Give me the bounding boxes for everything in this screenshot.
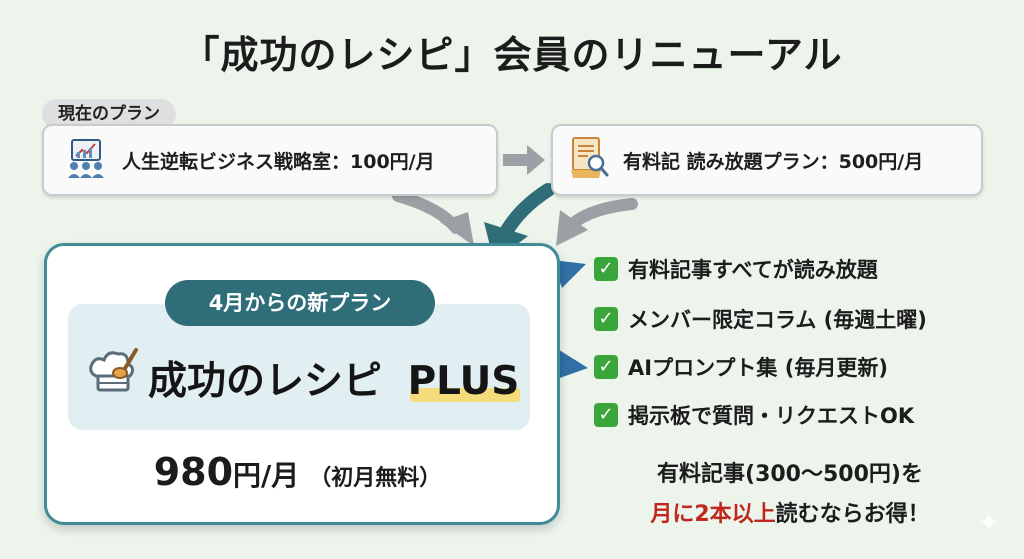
document-search-icon <box>571 137 609 178</box>
check-icon: ✓ <box>594 307 618 331</box>
plus-highlight <box>410 388 520 402</box>
feature-label: メンバー限定コラム (毎週土曜) <box>628 308 927 332</box>
current-plan-box-2: 有料記 読み放題プラン：500円/月 <box>551 124 983 196</box>
current-plan-box-1: 人生逆転ビジネス戦略室：100円/月 <box>42 124 498 196</box>
sparkle-icon: ✦ <box>978 508 1000 538</box>
feature-item: ✓ 掲示板で質問・リクエストOK <box>594 400 914 430</box>
cta-line-2: 月に2本以上読むならお得！ <box>590 496 990 528</box>
plan-1-label: 人生逆転ビジネス戦略室：100円/月 <box>122 151 435 173</box>
new-plan-price: 980円/月 （初月無料） <box>0 450 595 494</box>
check-icon: ✓ <box>594 403 618 427</box>
feature-item: ✓ AIプロンプト集 (毎月更新) <box>594 352 888 382</box>
business-strategy-icon <box>68 139 104 178</box>
feature-label: 有料記事すべてが読み放題 <box>628 258 878 282</box>
check-icon: ✓ <box>594 355 618 379</box>
cta-rest: 読むならお得！ <box>775 502 930 527</box>
merge-arrow-left <box>392 190 474 246</box>
new-plan-badge: 4月からの新プラン <box>165 280 435 326</box>
page-title: 「成功のレシピ」会員のリニューアル <box>181 33 843 77</box>
plan-to-plan-arrow <box>503 145 545 175</box>
cta-highlight: 月に2本以上 <box>650 502 776 527</box>
feature-item: ✓ 有料記事すべてが読み放題 <box>594 254 878 284</box>
product-name-main: 成功のレシピ <box>148 359 383 404</box>
price-note: （初月無料） <box>309 466 442 491</box>
cta-line-1: 有料記事(300〜500円)を <box>657 462 923 487</box>
price-unit: 円/月 <box>233 459 300 492</box>
chef-hat-spoon-icon <box>89 348 138 392</box>
merge-arrow-right <box>556 198 638 246</box>
product-name: 成功のレシピ PLUS <box>148 350 519 406</box>
feature-label: 掲示板で質問・リクエストOK <box>628 404 915 428</box>
plan-2-label: 有料記 読み放題プラン：500円/月 <box>623 151 924 173</box>
price-number: 980 <box>153 450 234 494</box>
product-name-plus: PLUS <box>407 359 520 404</box>
feature-item: ✓ メンバー限定コラム (毎週土曜) <box>594 304 927 334</box>
feature-label: AIプロンプト集 (毎月更新) <box>628 356 888 380</box>
check-icon: ✓ <box>594 257 618 281</box>
